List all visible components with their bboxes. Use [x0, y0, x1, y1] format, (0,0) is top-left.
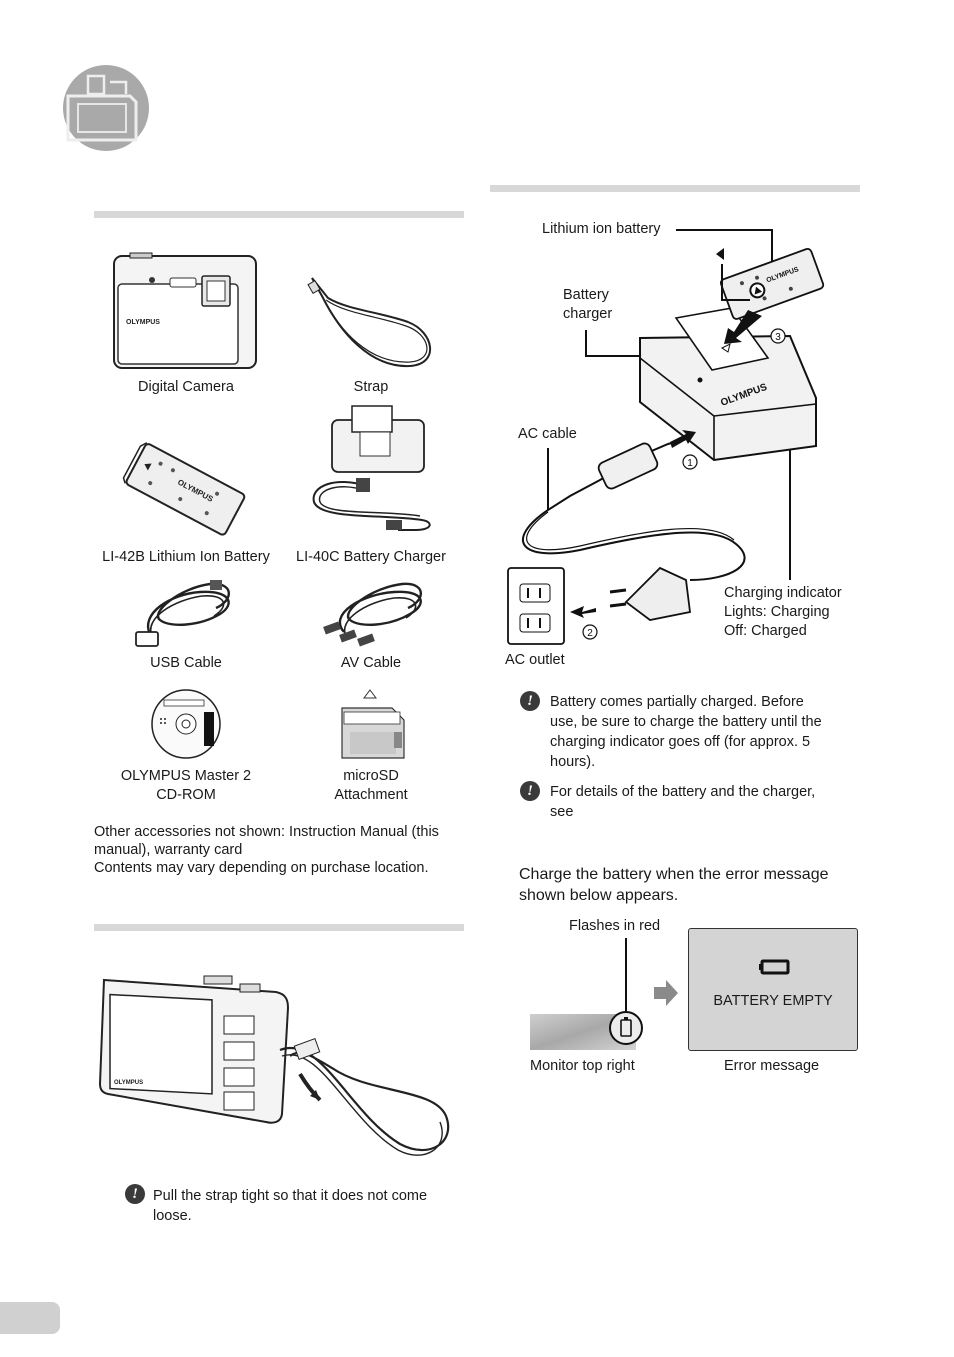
lithium-ion-battery-label: Lithium ion battery [542, 221, 661, 237]
battery-note-1-line2: use, be sure to charge the battery until… [550, 714, 822, 730]
svg-text:OLYMPUS: OLYMPUS [114, 1080, 143, 1086]
when-to-charge-text: Charge the battery when the error messag… [519, 864, 869, 906]
monitor-top-right-illustration [530, 938, 643, 1050]
charging-indicator-label: Charging indicator Lights: Charging Off:… [724, 584, 842, 641]
item-label-usb-cable: USB Cable [150, 655, 222, 671]
item-label-microsd: microSD Attachment [300, 767, 442, 805]
battery-note-1-line1: Battery comes partially charged. Before [550, 694, 804, 710]
item-label-cd-rom: OLYMPUS Master 2 CD-ROM [96, 767, 276, 805]
strap-note: Pull the strap tight so that it does not… [153, 1186, 473, 1226]
battery-empty-icon [759, 959, 790, 975]
battery-note-1: Battery comes partially charged. Before … [550, 692, 870, 772]
monitor-top-right-label: Monitor top right [530, 1058, 635, 1074]
svg-text:OLYMPUS: OLYMPUS [126, 319, 160, 326]
page-number-tab [0, 1302, 60, 1334]
cd-rom-icon [151, 689, 221, 759]
strap-section-rule [94, 924, 464, 931]
item-label-digital-camera: Digital Camera [138, 379, 234, 395]
lights-charging-line: Lights: Charging [724, 604, 830, 620]
battery-note-1-line3: charging indicator goes off (for approx.… [550, 734, 811, 750]
ac-cable-label: AC cable [518, 426, 577, 442]
charging-indicator-line: Charging indicator [724, 585, 842, 601]
charging-diagram: OLYMPUS OLYMPUS 3 1 2 [507, 229, 825, 645]
caution-icon [520, 781, 540, 801]
charging-section-rule [490, 185, 860, 192]
when-to-charge-line2: shown below appears. [519, 887, 679, 904]
microsd-attachment-icon [341, 689, 405, 759]
battery-charger-label: Battery charger [563, 286, 612, 324]
battery-note-2-line1: For details of the battery and the charg… [550, 784, 816, 800]
item-label-cd-rom-line2: CD-ROM [156, 787, 216, 803]
strap-attachment-illustration: OLYMPUS [98, 975, 450, 1156]
item-label-battery: LI-42B Lithium Ion Battery [102, 549, 270, 565]
off-charged-line: Off: Charged [724, 623, 807, 639]
battery-charger-label-line1: Battery [563, 287, 609, 303]
step-2-label: 2 [587, 628, 593, 639]
step-1-label: 1 [687, 458, 693, 469]
battery-charger-icon [312, 405, 431, 531]
box-contents-section-rule [94, 211, 464, 218]
strap-note-line2: loose. [153, 1208, 192, 1224]
digital-camera-icon: OLYMPUS [113, 252, 257, 369]
chapter-camera-icon [63, 65, 149, 151]
strap-note-line1: Pull the strap tight so that it does not… [153, 1188, 428, 1204]
caution-icon [125, 1184, 145, 1204]
av-cable-icon [323, 582, 422, 647]
battery-note-2: For details of the battery and the charg… [550, 782, 870, 822]
other-accessories-line1: Other accessories not shown: Instruction… [94, 824, 439, 840]
ac-outlet-label: AC outlet [505, 652, 565, 668]
battery-charger-label-line2: charger [563, 306, 613, 322]
battery-icon: OLYMPUS [122, 442, 246, 536]
item-label-av-cable: AV Cable [340, 655, 402, 671]
battery-empty-text: BATTERY EMPTY [713, 993, 833, 1009]
arrow-right-icon [654, 980, 678, 1006]
item-label-microsd-line2: Attachment [334, 787, 408, 803]
step-3-label: 3 [775, 332, 781, 343]
strap-icon [307, 277, 431, 368]
caution-icon [520, 691, 540, 711]
item-label-microsd-line1: microSD [343, 768, 399, 784]
item-label-cd-rom-line1: OLYMPUS Master 2 [120, 768, 252, 784]
error-message-panel: BATTERY EMPTY [688, 928, 858, 1051]
other-accessories-line2: manual), warranty card [94, 842, 243, 858]
error-message-label: Error message [724, 1058, 820, 1074]
item-label-charger: LI-40C Battery Charger [296, 549, 446, 565]
when-to-charge-line1: Charge the battery when the error messag… [519, 866, 829, 883]
item-label-strap: Strap [353, 379, 389, 395]
other-accessories-text: Other accessories not shown: Instruction… [94, 823, 474, 877]
flashes-in-red-label: Flashes in red [569, 918, 661, 934]
usb-cable-icon [135, 580, 230, 647]
battery-note-1-line4: hours). [550, 754, 596, 770]
contents-note: Contents may vary depending on purchase … [94, 860, 429, 876]
battery-note-2-line2: see [550, 804, 574, 820]
